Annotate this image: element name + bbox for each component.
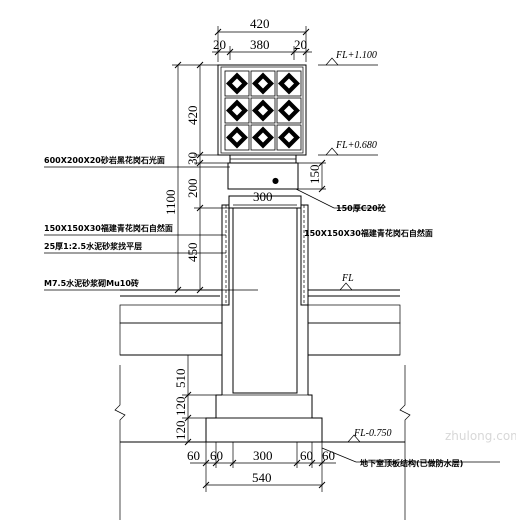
dim-v-120a: 120	[173, 397, 188, 417]
lattice-cells	[224, 70, 302, 151]
dim-v-510: 510	[173, 369, 188, 389]
dim-top-total: 420	[250, 16, 270, 31]
bottom-dimensions: 60 60 300 60 60 540	[187, 442, 336, 492]
notes: 600X200X20砂岩黑花岗石光面 150X150X30福建青花岗石自然面 2…	[44, 155, 500, 468]
dim-v-200: 200	[185, 179, 200, 199]
dim-v-120b: 120	[173, 421, 188, 441]
watermark: zhulong.com	[445, 429, 516, 443]
level-markers: FL+1.100 FL+0.680 FL FL-0.750	[318, 50, 392, 443]
level-fl-0750: FL-0.750	[353, 428, 392, 439]
dim-b-60a: 60	[187, 448, 200, 463]
level-fl: FL	[341, 273, 354, 284]
slab-dimensions: 150 300	[233, 159, 326, 206]
note-brick: M7.5水泥砂浆砌Mu10砖	[44, 278, 139, 288]
dim-v-cap: 30	[185, 152, 200, 165]
dim-top-middle: 380	[250, 37, 270, 52]
lattice-cell	[250, 124, 276, 151]
watermark-text: zhulong.com	[445, 429, 516, 443]
lattice-cell	[224, 124, 250, 151]
top-dimensions: 420 20 380 20	[212, 16, 312, 62]
note-mortar: 25厚1:2.5水泥砂浆找平层	[44, 241, 142, 251]
note-side-stone: 150X150X30福建青花岗石自然面	[44, 223, 173, 233]
lattice-cell	[250, 97, 276, 124]
dim-b-540: 540	[252, 470, 272, 485]
level-fl-0680: FL+0.680	[335, 140, 377, 151]
cap-slab: ●	[227, 154, 299, 190]
lattice-cell	[224, 97, 250, 124]
note-concrete: 150厚C20砼	[336, 203, 387, 213]
dim-top-left: 20	[213, 37, 226, 52]
dim-b-300: 300	[253, 448, 273, 463]
level-fl-1100: FL+1.100	[335, 50, 377, 61]
dim-slab-150: 150	[307, 165, 322, 185]
lattice-cell	[276, 124, 302, 151]
dim-b-60d: 60	[322, 448, 335, 463]
lattice-cell	[276, 70, 302, 97]
ground-layers	[114, 289, 411, 520]
note-cap: 600X200X20砂岩黑花岗石光面	[44, 155, 165, 165]
dim-v-panel: 420	[185, 106, 200, 126]
lattice-cell	[250, 70, 276, 97]
svg-text:●: ●	[272, 176, 279, 185]
dim-base-300: 300	[253, 189, 273, 204]
dim-top-right: 20	[294, 37, 307, 52]
dim-v-450: 450	[185, 243, 200, 263]
lattice-cell	[224, 70, 250, 97]
note-right-stone: 150X150X30福建青花岗石自然面	[304, 228, 433, 238]
dim-b-60b: 60	[210, 448, 223, 463]
dim-v-total: 1100	[163, 189, 178, 215]
column-body	[205, 195, 323, 443]
vertical-dimensions: 420 30 200 1100 450 510 120 120	[163, 61, 230, 446]
note-roof: 地下室顶板结构(已做防水层)	[360, 458, 463, 468]
lattice-cell	[276, 97, 302, 124]
dim-b-60c: 60	[300, 448, 313, 463]
